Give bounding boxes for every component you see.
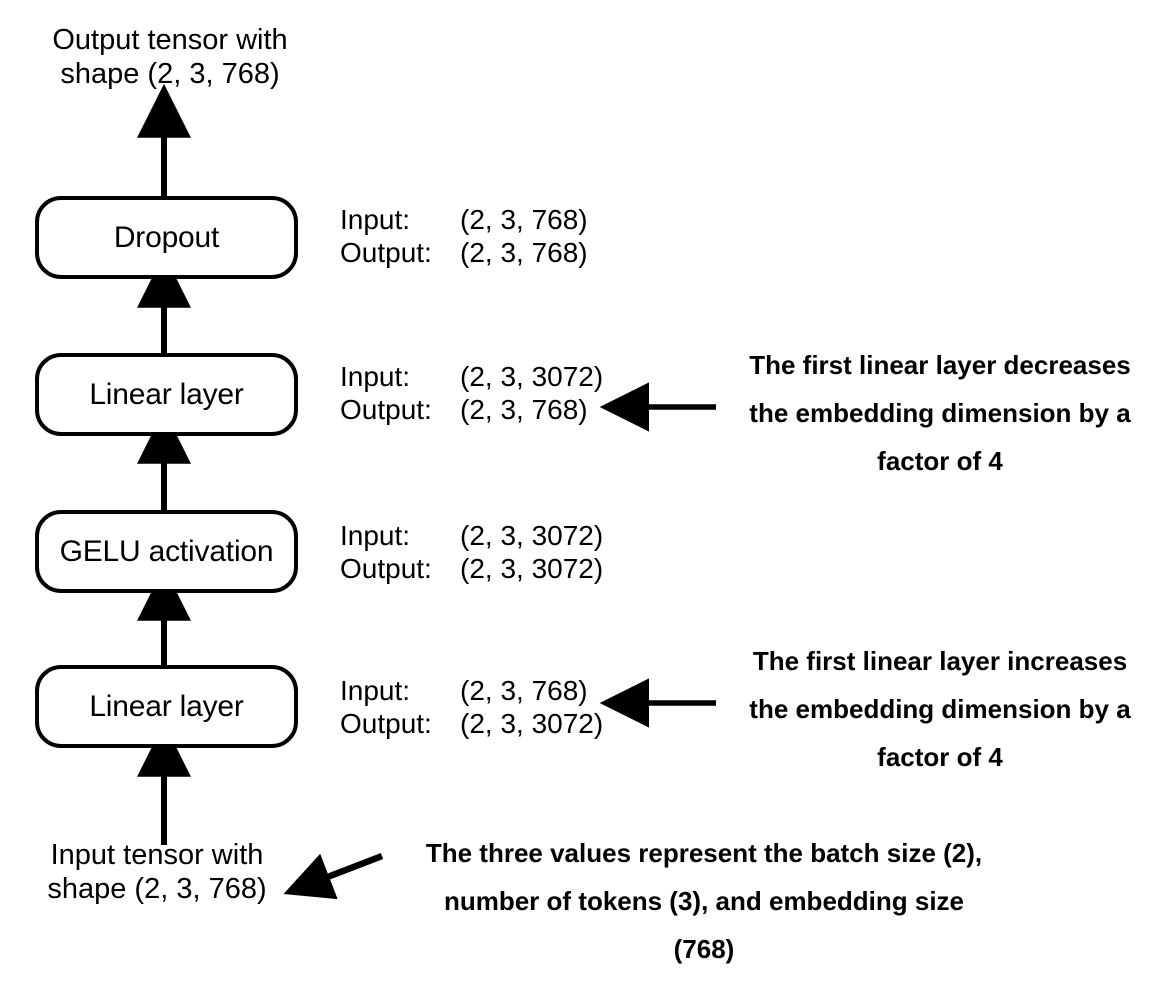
io-input-row: Input: (2, 3, 768) (340, 203, 588, 236)
io-input-value: (2, 3, 768) (460, 204, 588, 235)
io-spec-gelu-activation: Input: (2, 3, 3072) Output: (2, 3, 3072) (340, 519, 603, 585)
io-input-value: (2, 3, 3072) (460, 361, 604, 392)
io-output-key: Output: (340, 708, 432, 740)
node-gelu-activation[interactable]: GELU activation (35, 510, 298, 593)
io-input-key: Input: (340, 520, 411, 551)
io-input-row: Input: (2, 3, 768) (340, 674, 603, 707)
io-output-row: Output: (2, 3, 3072) (340, 707, 603, 740)
io-input-key: Input: (340, 361, 411, 392)
input-tensor-caption: Input tensor with shape (2, 3, 768) (47, 839, 267, 905)
node-linear-layer-bottom-label: Linear layer (89, 689, 244, 723)
io-input-key: Input: (340, 204, 411, 235)
node-linear-layer-top-label: Linear layer (89, 377, 244, 411)
output-tensor-caption: Output tensor with shape (2, 3, 768) (52, 24, 288, 90)
io-output-value: (2, 3, 768) (460, 394, 588, 426)
arrow-to-shape-note (283, 852, 384, 900)
io-input-value: (2, 3, 3072) (460, 520, 604, 551)
annotation-increase-note: The first linear layer increases the emb… (749, 646, 1131, 773)
node-dropout[interactable]: Dropout (35, 196, 298, 279)
io-input-row: Input: (2, 3, 3072) (340, 519, 603, 552)
io-output-row: Output: (2, 3, 768) (340, 236, 588, 269)
annotation-shape-note: The three values represent the batch siz… (425, 838, 983, 965)
io-output-value: (2, 3, 768) (460, 237, 588, 269)
io-input-value: (2, 3, 768) (460, 675, 588, 706)
io-output-row: Output: (2, 3, 3072) (340, 552, 603, 585)
io-output-value: (2, 3, 3072) (460, 708, 604, 740)
io-input-row: Input: (2, 3, 3072) (340, 360, 603, 393)
annotation-decrease-note: The first linear layer decreases the emb… (749, 350, 1131, 477)
io-output-key: Output: (340, 237, 432, 269)
node-dropout-label: Dropout (113, 220, 220, 254)
io-input-key: Input: (340, 675, 411, 706)
io-output-key: Output: (340, 394, 432, 426)
io-output-row: Output: (2, 3, 768) (340, 393, 603, 426)
io-spec-dropout: Input: (2, 3, 768) Output: (2, 3, 768) (340, 203, 588, 269)
node-linear-layer-top[interactable]: Linear layer (35, 353, 298, 436)
io-spec-linear-layer-top: Input: (2, 3, 3072) Output: (2, 3, 768) (340, 360, 603, 426)
node-gelu-activation-label: GELU activation (59, 534, 274, 568)
node-linear-layer-bottom[interactable]: Linear layer (35, 665, 298, 748)
io-output-value: (2, 3, 3072) (460, 553, 604, 585)
io-output-key: Output: (340, 553, 432, 585)
io-spec-linear-layer-bottom: Input: (2, 3, 768) Output: (2, 3, 3072) (340, 674, 603, 740)
